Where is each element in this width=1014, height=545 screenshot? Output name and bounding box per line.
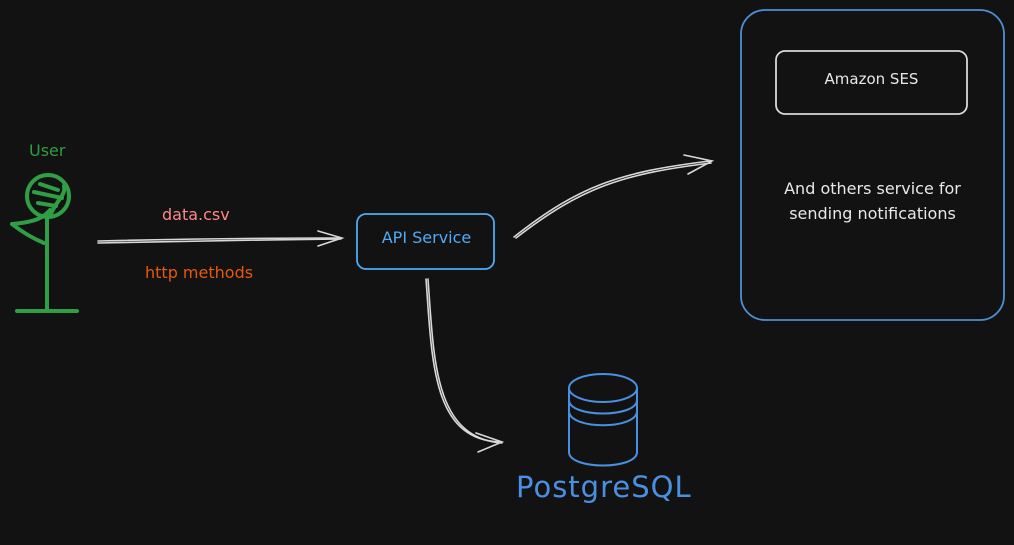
notifications-description: And others service for sending notificat… — [784, 179, 961, 223]
api-service-box — [356, 213, 495, 270]
ses-box — [775, 50, 968, 115]
user-figure-icon — [10, 173, 79, 313]
notifications-group-box — [740, 9, 1005, 321]
arrow-user-to-api — [97, 230, 345, 247]
edge-label-data: data.csv — [162, 205, 230, 224]
database-label: PostgreSQL — [516, 470, 692, 504]
edge-label-http: http methods — [145, 263, 254, 282]
arrow-api-to-notifications — [513, 154, 715, 239]
database-icon — [568, 373, 638, 467]
arrow-api-to-database — [425, 278, 505, 453]
ses-label: Amazon SES — [824, 70, 919, 88]
user-label: User — [29, 141, 66, 160]
api-service-label: API Service — [381, 228, 472, 247]
